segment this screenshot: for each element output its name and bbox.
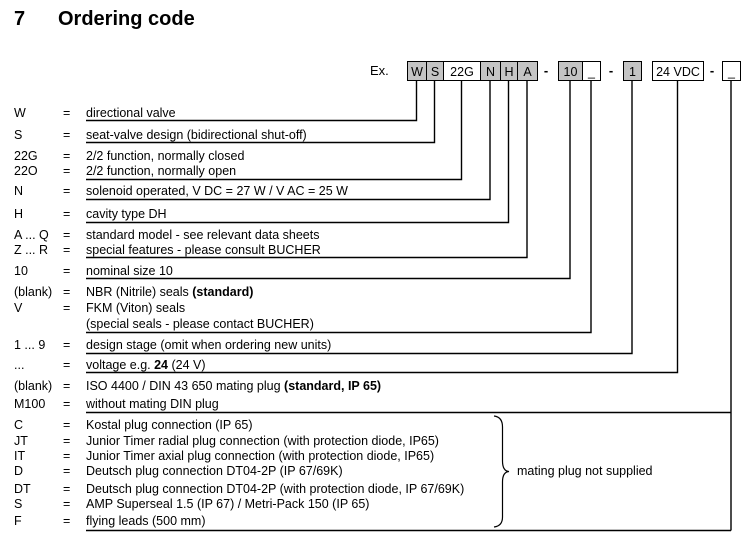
code-label: JT (14, 434, 28, 448)
code-box-voltage: 24 VDC (652, 61, 704, 81)
code-label: 22O (14, 164, 38, 178)
page-title: Ordering code (58, 8, 195, 30)
code-description: voltage e.g. 24 (24 V) (86, 358, 206, 372)
code-description: Kostal plug connection (IP 65) (86, 418, 253, 432)
equals-sign: = (63, 207, 71, 221)
equals-sign: = (63, 397, 71, 411)
code-description: Junior Timer axial plug connection (with… (86, 449, 435, 463)
equals-sign: = (63, 184, 71, 198)
code-description: solenoid operated, V DC = 27 W / V AC = … (86, 184, 348, 198)
equals-sign: = (63, 106, 71, 120)
code-box-design: 1 (623, 61, 642, 81)
code-description: standard model - see relevant data sheet… (86, 228, 320, 242)
code-label: W (14, 106, 26, 120)
equals-sign: = (63, 418, 71, 432)
code-label: 10 (14, 264, 28, 278)
code-description: NBR (Nitrile) seals (standard) (86, 285, 254, 299)
code-description: ISO 4400 / DIN 43 650 mating plug (stand… (86, 379, 382, 393)
equals-sign: = (63, 514, 71, 528)
equals-sign: = (63, 338, 71, 352)
code-description: special features - please consult BUCHER (86, 243, 321, 257)
code-label: D (14, 464, 24, 478)
code-box-h: H (500, 61, 518, 81)
equals-sign: = (63, 285, 71, 299)
code-description: AMP Superseal 1.5 (IP 67) / Metri-Pack 1… (86, 497, 370, 511)
code-description: 2/2 function, normally closed (86, 149, 245, 163)
code-description: design stage (omit when ordering new uni… (86, 338, 332, 352)
code-label: S (14, 497, 23, 511)
equals-sign: = (63, 243, 71, 257)
code-description: Deutsch plug connection DT04-2P (IP 67/6… (86, 464, 343, 478)
code-description: 2/2 function, normally open (86, 164, 237, 178)
equals-sign: = (63, 379, 71, 393)
code-label: (blank) (14, 285, 53, 299)
code-label: F (14, 514, 22, 528)
code-box-n: N (480, 61, 501, 81)
code-separator: - (543, 63, 549, 78)
code-description: without mating DIN plug (86, 397, 219, 411)
code-box-s: S (426, 61, 444, 81)
code-separator: - (709, 63, 715, 78)
code-description: FKM (Viton) seals (86, 301, 186, 315)
code-box-a: A (517, 61, 538, 81)
code-description: Deutsch plug connection DT04-2P (with pr… (86, 482, 465, 496)
code-description: seat-valve design (bidirectional shut-of… (86, 128, 307, 142)
equals-sign: = (63, 482, 71, 496)
example-label: Ex. (370, 63, 389, 78)
code-box-10: 10 (558, 61, 583, 81)
code-label: (blank) (14, 379, 53, 393)
code-label: IT (14, 449, 26, 463)
code-label: 22G (14, 149, 38, 163)
brace-note: mating plug not supplied (517, 464, 653, 478)
code-label: A ... Q (14, 228, 49, 242)
code-description: cavity type DH (86, 207, 167, 221)
section-number: 7 (14, 8, 26, 30)
code-description: flying leads (500 mm) (86, 514, 206, 528)
code-box-22g: 22G (443, 61, 481, 81)
code-description: directional valve (86, 106, 176, 120)
code-description: nominal size 10 (86, 264, 173, 278)
code-box-plug: _ (722, 61, 741, 81)
code-label: M100 (14, 397, 46, 411)
code-label: 1 ... 9 (14, 338, 46, 352)
equals-sign: = (63, 128, 71, 142)
equals-sign: = (63, 264, 71, 278)
equals-sign: = (63, 358, 71, 372)
code-box-w: W (407, 61, 427, 81)
code-label: Z ... R (14, 243, 49, 257)
code-description: (special seals - please contact BUCHER) (86, 317, 314, 331)
code-label: S (14, 128, 23, 142)
code-box-seal: _ (582, 61, 601, 81)
equals-sign: = (63, 449, 71, 463)
code-label: V (14, 301, 23, 315)
code-separator: - (608, 63, 614, 78)
equals-sign: = (63, 301, 71, 315)
equals-sign: = (63, 228, 71, 242)
equals-sign: = (63, 497, 71, 511)
code-label: N (14, 184, 24, 198)
code-label: H (14, 207, 24, 221)
code-label: C (14, 418, 24, 432)
code-label: DT (14, 482, 31, 496)
code-label: ... (14, 358, 25, 372)
equals-sign: = (63, 164, 71, 178)
code-description: Junior Timer radial plug connection (wit… (86, 434, 439, 448)
brace (493, 415, 510, 528)
equals-sign: = (63, 464, 71, 478)
equals-sign: = (63, 434, 71, 448)
equals-sign: = (63, 149, 71, 163)
